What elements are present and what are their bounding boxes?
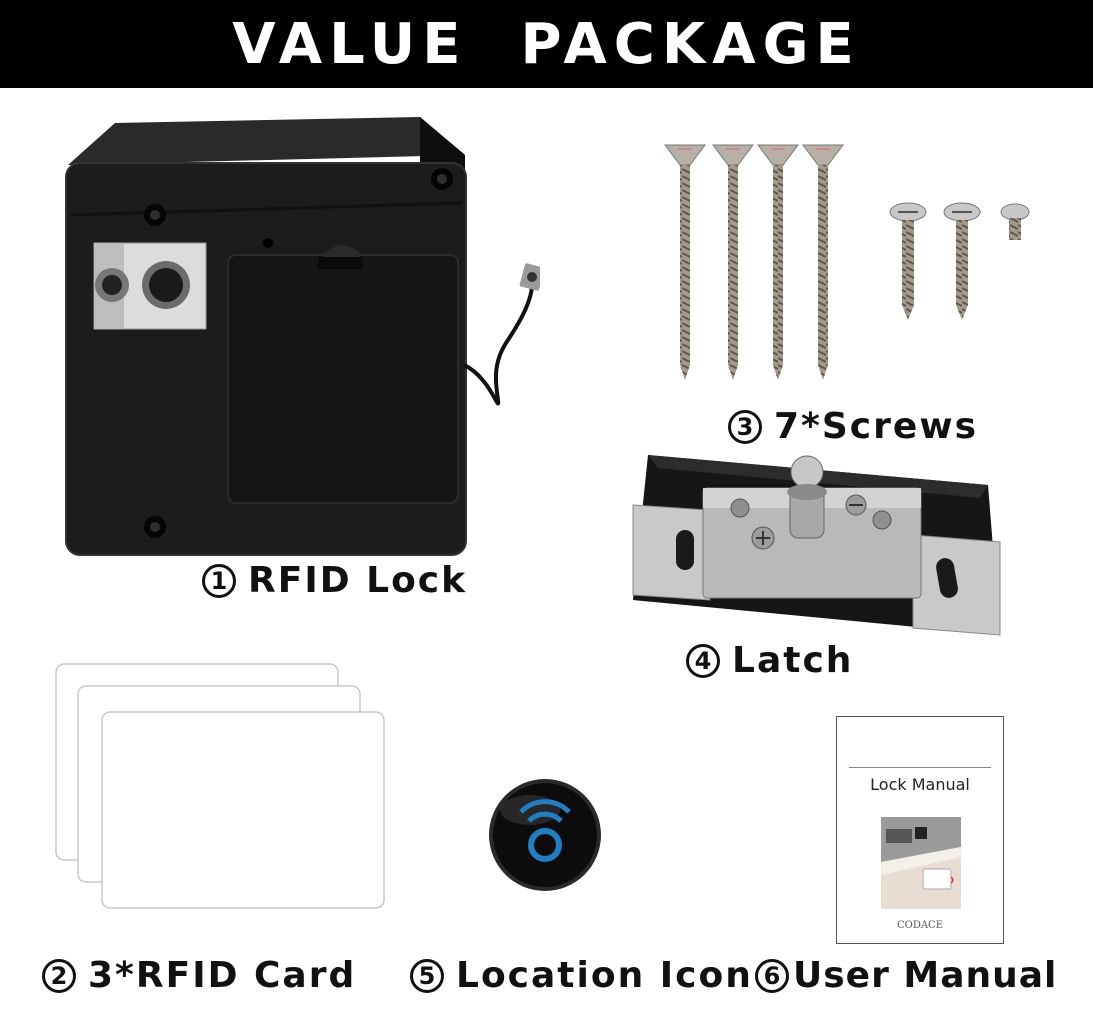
user-manual-image: Lock Manual CODACE xyxy=(836,716,1004,944)
manual-title: Lock Manual xyxy=(870,775,970,794)
caption-label: Location Icon xyxy=(456,955,753,996)
long-screw xyxy=(802,144,844,380)
banner-title: VALUE PACKAGE xyxy=(232,11,861,77)
caption-location-icon: 5 Location Icon xyxy=(410,955,753,996)
caption-label: RFID Lock xyxy=(248,560,468,601)
short-screw xyxy=(889,202,927,320)
caption-label: User Manual xyxy=(793,955,1058,996)
caption-label: 7*Screws xyxy=(774,406,978,447)
number-badge: 2 xyxy=(42,958,76,993)
number-badge: 4 xyxy=(686,643,720,678)
latch-image xyxy=(628,450,1013,640)
manual-divider xyxy=(849,767,991,768)
caption-latch: 4 Latch xyxy=(686,640,853,681)
caption-rfid-card: 2 3*RFID Card xyxy=(42,955,356,996)
rfid-lock-image xyxy=(60,115,540,560)
caption-user-manual: 6 User Manual xyxy=(755,955,1057,996)
manual-brand: CODACE xyxy=(896,920,944,931)
short-screw xyxy=(943,202,981,320)
number-badge: 1 xyxy=(202,563,236,598)
machine-screw xyxy=(1000,203,1030,240)
caption-label: Latch xyxy=(732,640,854,681)
caption-rfid-lock: 1 RFID Lock xyxy=(202,560,467,601)
long-screw xyxy=(712,144,754,380)
caption-screws: 3 7*Screws xyxy=(728,406,978,447)
long-screw xyxy=(664,144,706,380)
number-badge: 6 xyxy=(755,958,789,993)
header-banner: VALUE PACKAGE xyxy=(0,0,1093,88)
screws-image xyxy=(650,140,1050,385)
long-screw xyxy=(757,144,799,380)
rfid-cards-image xyxy=(50,660,390,915)
location-sticker-image xyxy=(485,775,605,895)
number-badge: 5 xyxy=(410,958,444,993)
number-badge: 3 xyxy=(728,409,762,444)
manual-photo xyxy=(881,817,961,909)
caption-label: 3*RFID Card xyxy=(88,955,357,996)
